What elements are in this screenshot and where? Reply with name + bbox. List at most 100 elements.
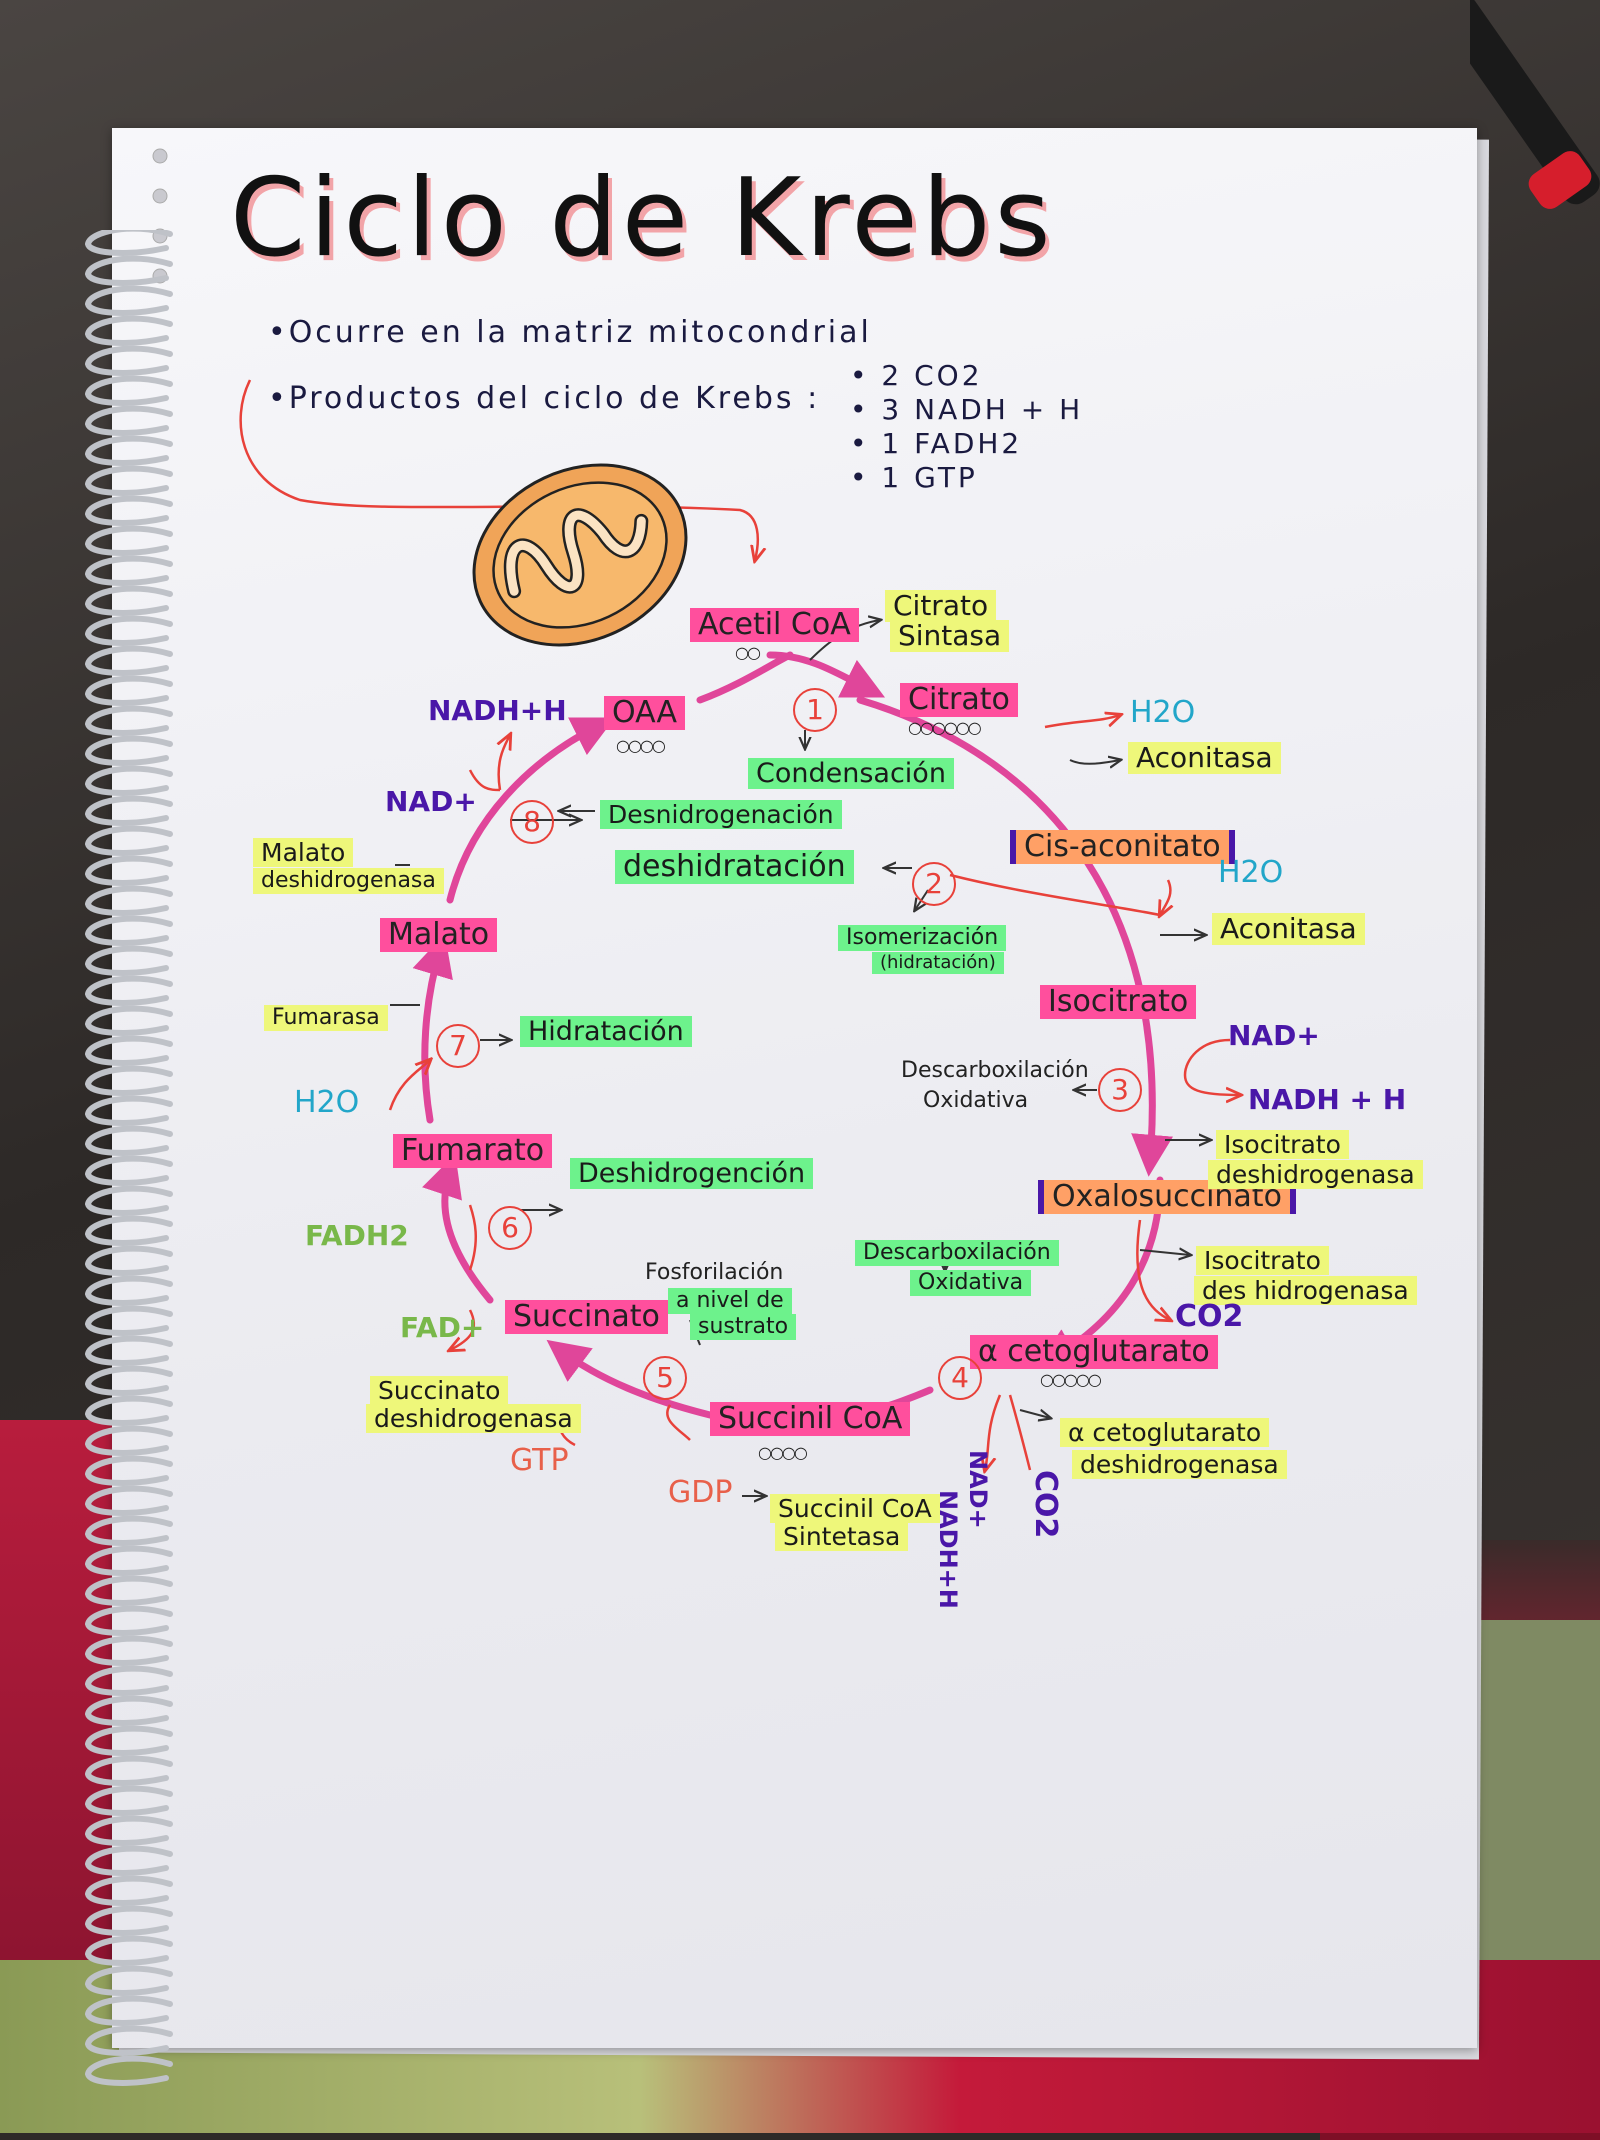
spiral-coil bbox=[84, 1425, 173, 1456]
spiral-coil bbox=[84, 345, 173, 376]
reaction-descarbox-2-line2: Oxidativa bbox=[910, 1270, 1032, 1296]
cofactor-nad-3: NAD+ bbox=[1228, 1019, 1320, 1052]
spiral-coil bbox=[84, 915, 173, 946]
spiral-coil bbox=[84, 1815, 173, 1846]
spiral-coil bbox=[84, 405, 173, 436]
spiral-coil bbox=[84, 1065, 173, 1096]
reaction-isomerizacion: Isomerización bbox=[838, 925, 1007, 951]
spiral-coil bbox=[84, 1485, 173, 1516]
reaction-hidratacion-7: Hidratación bbox=[520, 1016, 692, 1047]
spiral-coil bbox=[84, 1605, 173, 1636]
pen-icon bbox=[1470, 0, 1600, 209]
molecule-malato: Malato bbox=[380, 918, 498, 952]
enzyme-citrato-sintasa-line2: Sintasa bbox=[890, 620, 1010, 652]
spiral-coil bbox=[84, 945, 173, 976]
spiral-coil bbox=[84, 1995, 173, 2026]
enzyme-succinato-dh-line1: Succinato bbox=[370, 1376, 509, 1405]
cofactor-fadh2: FADH2 bbox=[305, 1219, 409, 1252]
step-3: 3 bbox=[1098, 1068, 1142, 1112]
reaction-fosforilacion-line3: sustrato bbox=[690, 1314, 797, 1340]
enzyme-malato-dh-line2: deshidrogenasa bbox=[253, 868, 444, 894]
spiral-coil bbox=[84, 1785, 173, 1816]
spiral-coil bbox=[84, 825, 173, 856]
spiral-coil bbox=[84, 1245, 173, 1276]
step-1: 1 bbox=[793, 688, 837, 732]
note-location: •Ocurre en la matriz mitocondrial bbox=[268, 315, 872, 350]
spiral-coil bbox=[84, 255, 173, 286]
spiral-coil bbox=[84, 1155, 173, 1186]
enzyme-akg-dh-line1: α cetoglutarato bbox=[1060, 1418, 1270, 1447]
step-7: 7 bbox=[436, 1024, 480, 1068]
spiral-coil bbox=[84, 1665, 173, 1696]
spiral-coil bbox=[84, 1455, 173, 1486]
spiral-coil bbox=[84, 855, 173, 886]
enzyme-isocitrato-dh-2-line1: Isocitrato bbox=[1196, 1246, 1329, 1275]
cofactor-gdp: GDP bbox=[668, 1475, 733, 1510]
spiral-coil bbox=[84, 1095, 173, 1126]
cofactor-co2-3: CO2 bbox=[1175, 1299, 1244, 1334]
spiral-coil bbox=[84, 495, 173, 526]
cofactor-co2-4: CO2 bbox=[1028, 1470, 1063, 1539]
cofactor-nadh-8: NADH+H bbox=[428, 694, 567, 727]
molecule-acetil-coa: Acetil CoA bbox=[690, 608, 859, 642]
mitochondrion-icon bbox=[472, 463, 688, 647]
step-5: 5 bbox=[643, 1356, 687, 1400]
spiral-coil bbox=[84, 1365, 173, 1396]
spiral-coil bbox=[84, 1965, 173, 1996]
spiral-coil bbox=[84, 1635, 173, 1666]
cofactor-h2o-3: H2O bbox=[294, 1085, 360, 1120]
spiral-coil bbox=[84, 1215, 173, 1246]
molecule-fumarato: Fumarato bbox=[393, 1134, 553, 1168]
notebook-page bbox=[112, 128, 1477, 2048]
product-co2: • 2 CO2 bbox=[850, 359, 983, 392]
reaction-deshidrogenacion-8: Desnidrogenación bbox=[600, 800, 842, 829]
reaction-deshidratacion: deshidratación bbox=[615, 850, 854, 884]
spiral-coil bbox=[84, 1905, 173, 1936]
spiral-coil bbox=[84, 435, 173, 466]
spiral-coil bbox=[84, 1515, 173, 1546]
cofactor-nad-4: NAD+ bbox=[964, 1450, 992, 1529]
cofactor-gtp: GTP bbox=[510, 1443, 569, 1478]
spiral-coil bbox=[84, 1395, 173, 1426]
spiral-coil bbox=[84, 1575, 173, 1606]
carbons-succinil-coa: ○○○○ bbox=[758, 1443, 808, 1462]
molecule-citrato: Citrato bbox=[900, 683, 1018, 717]
enzyme-succinato-dh-line2: deshidrogenasa bbox=[366, 1404, 581, 1433]
product-fadh2: • 1 FADH2 bbox=[850, 427, 1023, 460]
spiral-coil bbox=[84, 1005, 173, 1036]
spiral-coil bbox=[84, 795, 173, 826]
spiral-coil bbox=[84, 1725, 173, 1756]
step-4: 4 bbox=[938, 1356, 982, 1400]
reaction-fosforilacion-line1: Fosforilación bbox=[645, 1260, 784, 1285]
cofactor-h2o-2: H2O bbox=[1218, 855, 1284, 890]
reaction-descarbox-2-line1: Descarboxilación bbox=[855, 1240, 1059, 1266]
reaction-hidratacion-paren: (hidratación) bbox=[872, 952, 1004, 974]
spiral-coil bbox=[84, 1035, 173, 1066]
cofactor-nadh-3: NADH + H bbox=[1248, 1083, 1407, 1116]
spiral-coil bbox=[84, 525, 173, 556]
spiral-coil bbox=[84, 1275, 173, 1306]
step-2: 2 bbox=[912, 862, 956, 906]
spiral-coil bbox=[84, 1305, 173, 1336]
molecule-cis-aconitato: Cis-aconitato bbox=[1010, 830, 1235, 864]
step-6: 6 bbox=[488, 1206, 532, 1250]
enzyme-aconitasa-2: Aconitasa bbox=[1212, 913, 1365, 945]
cofactor-nad-8: NAD+ bbox=[385, 785, 477, 818]
spiral-coil bbox=[84, 675, 173, 706]
reaction-condensacion: Condensación bbox=[748, 758, 954, 789]
reaction-descarbox-1-line1: Descarboxilación bbox=[901, 1058, 1089, 1083]
carbons-oaa: ○○○○ bbox=[616, 736, 666, 755]
molecule-alfa-cetoglutarato: α cetoglutarato bbox=[970, 1335, 1218, 1369]
cofactor-h2o-1: H2O bbox=[1130, 695, 1196, 730]
enzyme-akg-dh-line2: deshidrogenasa bbox=[1072, 1450, 1287, 1479]
enzyme-isocitrato-dh-1-line1: Isocitrato bbox=[1216, 1130, 1349, 1159]
spiral-coil bbox=[84, 230, 173, 256]
spiral-coil bbox=[84, 885, 173, 916]
enzyme-isocitrato-dh-2-line2: des hidrogenasa bbox=[1194, 1276, 1417, 1305]
carbons-citrato: ○○○○○○ bbox=[908, 718, 982, 737]
reaction-descarbox-1-line2: Oxidativa bbox=[923, 1088, 1029, 1113]
enzyme-aconitasa-1: Aconitasa bbox=[1128, 742, 1281, 774]
enzyme-citrato-sintasa-line1: Citrato bbox=[885, 590, 997, 622]
molecule-oaa: OAA bbox=[604, 696, 685, 730]
spiral-coil bbox=[84, 285, 173, 316]
